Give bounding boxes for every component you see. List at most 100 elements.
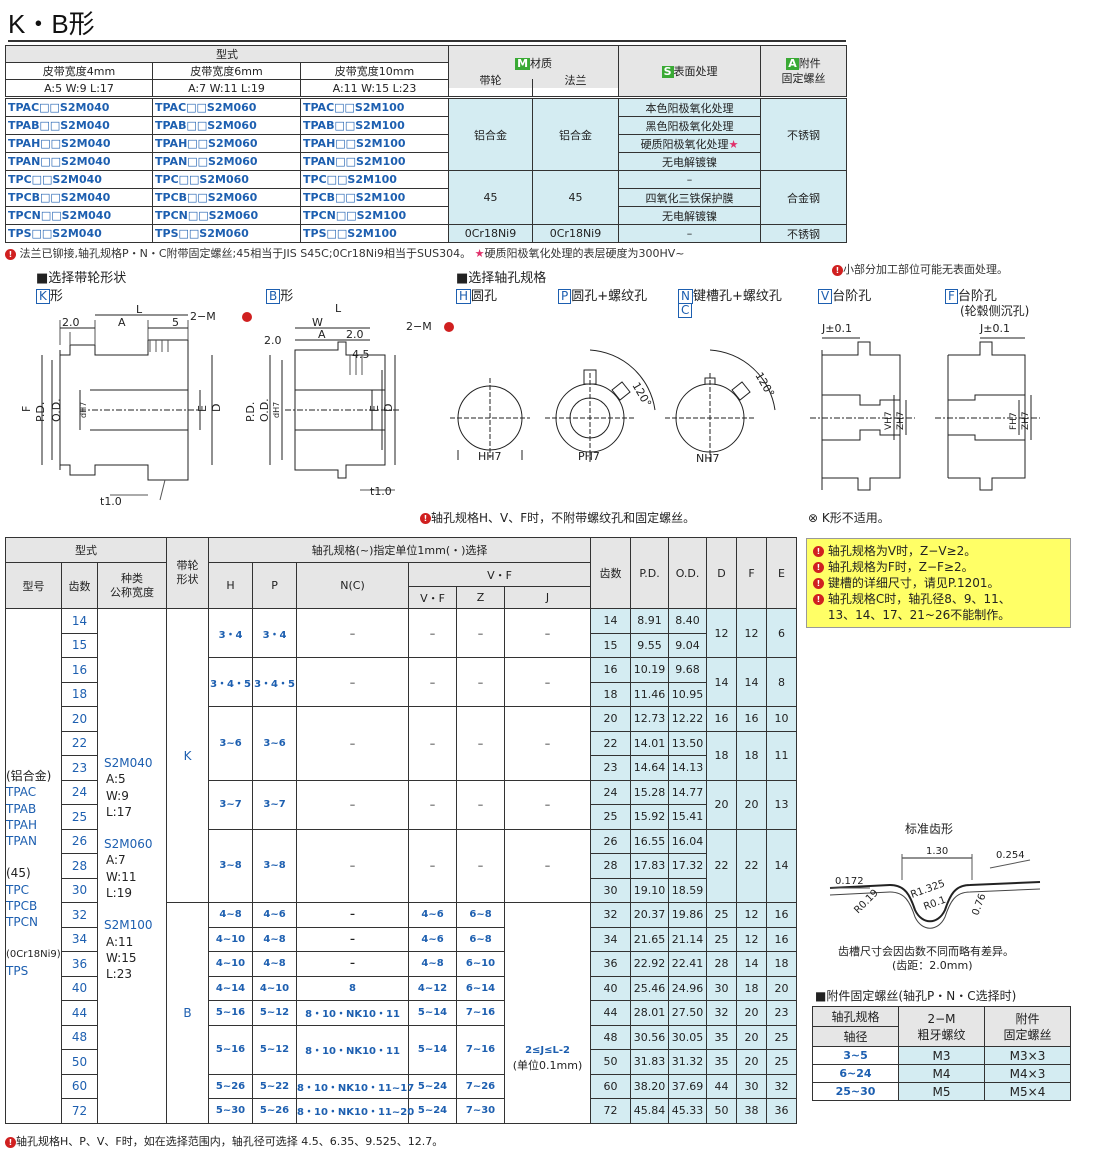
model-code: TPAH□□S2M100 [300, 134, 449, 153]
teeth-cell: 30 [61, 877, 98, 903]
spec-dfe: 30 [736, 1073, 768, 1099]
diagram-note-2: ⊗ K形不适用。 [808, 511, 890, 525]
spec-teeth: 60 [590, 1073, 632, 1099]
notes-line: 13、14、17、21~26不能制作。 [827, 608, 1011, 622]
accessory-material: 不锈钢 [760, 224, 847, 243]
screw-shaft: 3~5 [812, 1046, 899, 1065]
spec-pd: 31.83 [630, 1049, 670, 1075]
spec-dfe: 23 [766, 1000, 798, 1026]
type-header: 型式 [4, 45, 450, 63]
spec-pd: 14.64 [630, 755, 670, 781]
surface-treatment: 本色阳极氧化处理 [618, 98, 761, 117]
z-col-header: Z [456, 586, 506, 609]
surface-treatment: 四氧化三铁保护膜 [618, 188, 761, 207]
spec-teeth: 50 [590, 1049, 632, 1075]
bore-z: – [456, 779, 506, 830]
teeth-header: 齿数 [61, 562, 98, 609]
bore-h: 5~16 [208, 1024, 254, 1075]
kind-line: L:23 [106, 967, 132, 982]
svg-text:ZH7: ZH7 [1021, 411, 1031, 430]
diagram-note-1: !轴孔规格H、V、F时，不附带螺纹孔和固定螺丝。 [420, 509, 695, 526]
kind-line: L:17 [106, 804, 132, 819]
bore-n: – [296, 902, 410, 928]
spec-od: 16.04 [668, 828, 708, 854]
bore-z: 7~30 [456, 1098, 506, 1124]
svg-text:F: F [20, 406, 33, 412]
spec-od: 15.41 [668, 804, 708, 830]
model-line [6, 931, 62, 947]
teeth-cell: 40 [61, 975, 98, 1001]
notes-line: ! 键槽的详细尺寸，请见P.1201。 [813, 575, 1064, 591]
kind-line: S2M060 [104, 837, 153, 852]
spec-dfe: 18 [766, 951, 798, 977]
spec-pd: 30.56 [630, 1024, 670, 1050]
spec-dfe: 20 [736, 1000, 768, 1026]
warning-icon: ! [813, 562, 824, 573]
bore-vf: – [408, 828, 458, 903]
model-code: TPS□□S2M040 [5, 224, 153, 243]
model-line: (45) [6, 866, 31, 881]
bore-n: – [296, 706, 410, 781]
model-code: TPC□□S2M060 [152, 170, 301, 189]
spec-od: 9.04 [668, 632, 708, 658]
svg-text:A: A [118, 316, 126, 329]
teeth-cell: 25 [61, 804, 98, 830]
teeth-cell: 16 [61, 657, 98, 683]
teeth-cell: 32 [61, 902, 98, 928]
spec-dfe: 8 [766, 657, 798, 707]
surface-treatment: 无电解镀镍 [618, 152, 761, 171]
pulley-material: 0Cr18Ni9 [448, 224, 533, 243]
spec-pd: 8.91 [630, 608, 670, 634]
bore-n: – [296, 951, 410, 977]
spec-dfe: 16 [766, 926, 798, 952]
model-line: TPCB [6, 899, 38, 914]
svg-text:HH7: HH7 [478, 450, 502, 463]
bore-p: 5~12 [252, 1000, 298, 1026]
kind-line: S2M100 [104, 918, 153, 933]
svg-text:1.30: 1.30 [926, 846, 948, 857]
svg-text:R0.19: R0.19 [852, 888, 880, 916]
teeth-cell: 48 [61, 1024, 98, 1050]
bore-h: 4~14 [208, 975, 254, 1001]
note-line-2: !小部分加工部位可能无表面处理。 [832, 261, 1008, 277]
surface-treatment: – [618, 224, 761, 243]
screw-thread: M3 [898, 1046, 985, 1065]
pulley-material: 45 [448, 170, 533, 225]
warning-icon: ! [832, 264, 843, 276]
svg-text:dH7: dH7 [79, 402, 88, 418]
spec-dfe: 36 [766, 1098, 798, 1124]
bore-vf: – [408, 706, 458, 781]
model-code: TPCB□□S2M040 [5, 188, 153, 207]
teeth-cell: 23 [61, 755, 98, 781]
bore-n: – [296, 657, 410, 707]
spec-od: 18.59 [668, 877, 708, 903]
spec-od: 17.32 [668, 853, 708, 879]
bore-p: 3・4・5 [252, 657, 298, 707]
spec-teeth: 44 [590, 1000, 632, 1026]
note-line-1: ! 法兰已铆接,轴孔规格P・N・C附带固定螺丝;45相当于JIS S45C;0C… [5, 245, 684, 261]
bore-section-title: ■选择轴孔规格 [456, 271, 547, 286]
bore-p: 3~7 [252, 779, 298, 830]
main-type-header: 型式 [4, 537, 168, 563]
svg-text:R0.1: R0.1 [922, 895, 947, 913]
spec-dfe: 10 [766, 706, 798, 732]
spec-teeth: 24 [590, 779, 632, 805]
spec-od: 30.05 [668, 1024, 708, 1050]
svg-text:L: L [136, 303, 143, 316]
svg-text:0.172: 0.172 [835, 876, 864, 887]
surface-treatment: – [618, 170, 761, 189]
spec-pd: 17.83 [630, 853, 670, 879]
model-code: TPAH□□S2M060 [152, 134, 301, 153]
svg-text:ZH7: ZH7 [896, 411, 906, 430]
spec-teeth: 40 [590, 975, 632, 1001]
bore-p: 4~6 [252, 902, 298, 928]
warning-icon: ! [420, 513, 431, 524]
